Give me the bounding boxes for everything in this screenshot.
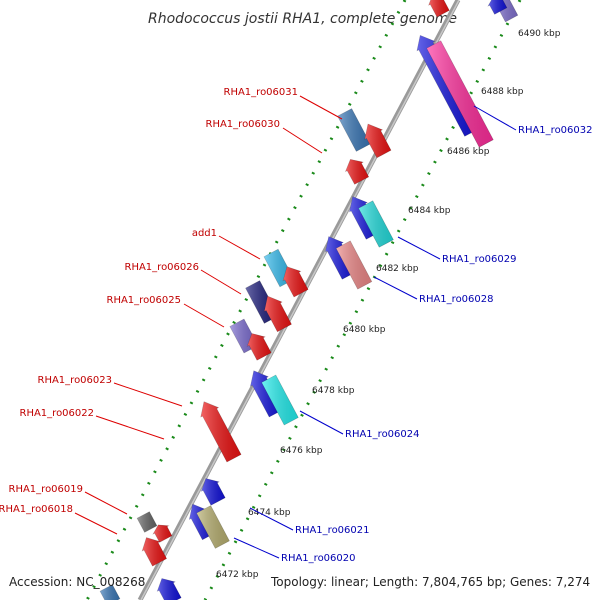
tick-label: 6480 kbp — [343, 325, 386, 335]
tick-label: 6472 kbp — [216, 570, 259, 580]
tick-layer: 6472 kbp 6474 kbp 6476 kbp 6478 kbp 6480 kbp… — [216, 29, 561, 580]
tick-label: 6490 kbp — [518, 29, 561, 39]
gene-glyph-ro06029-cyan-shade — [358, 200, 394, 248]
leader-line-rha1_ro06032 — [473, 105, 517, 131]
gene-label-rha1_ro06032[interactable]: RHA1_ro06032 — [518, 125, 593, 136]
gene-glyph-add1-red-shade — [283, 266, 309, 297]
tick-label: 6482 kbp — [376, 264, 419, 274]
map-title: Rhodococcus jostii RHA1, complete genome — [148, 11, 457, 27]
leader-line-rha1_ro06026 — [200, 269, 242, 295]
gene-label-rha1_ro06024[interactable]: RHA1_ro06024 — [345, 429, 420, 440]
gene-glyph-small-red-shade — [345, 159, 369, 185]
leader-line-rha1_ro06028 — [373, 276, 418, 300]
leader-line-rha1_ro06030 — [282, 127, 323, 154]
gene-label-rha1_ro06029[interactable]: RHA1_ro06029 — [442, 254, 517, 265]
gene-label-rha1_ro06019[interactable]: RHA1_ro06019 — [9, 484, 84, 495]
gene-glyph-ro06020-shade — [196, 505, 230, 549]
gene-glyph-top-blue-shade — [488, 0, 507, 15]
gene-glyph-ro06022-shade — [200, 401, 242, 462]
gene-label-rha1_ro06030[interactable]: RHA1_ro06030 — [206, 119, 281, 130]
genome-backbone-highlight — [140, 0, 460, 600]
gene-label-rha1_ro06021[interactable]: RHA1_ro06021 — [295, 525, 370, 536]
track-line-outer-left — [85, 0, 407, 600]
leader-line-rha1_ro06031 — [299, 95, 343, 120]
gene-label-rha1_ro06022[interactable]: RHA1_ro06022 — [20, 408, 95, 419]
gene-glyph-bottom-steel-shade — [100, 584, 120, 600]
tick-label: 6476 kbp — [280, 446, 323, 456]
gene-glyph-ro06019-shade — [137, 511, 157, 533]
leader-line-rha1_ro06021 — [249, 507, 294, 531]
gene-glyph-ro06030-shade — [364, 124, 391, 158]
accession-text: Accession: NC_008268 — [9, 575, 145, 589]
gene-glyph-ro06021-blue-shade — [201, 478, 226, 506]
gene-label-rha1_ro06025[interactable]: RHA1_ro06025 — [107, 295, 182, 306]
leader-line-rha1_ro06029 — [397, 236, 441, 260]
gene-glyph-ro06026-red-shade — [264, 296, 292, 332]
gene-glyph-top-red-shade — [428, 0, 450, 17]
gene-glyph-ro06028-pink-shade — [336, 240, 372, 290]
gene-label-rha1_ro06028[interactable]: RHA1_ro06028 — [419, 294, 494, 305]
leader-line-rha1_ro06019 — [84, 491, 128, 515]
gene-label-rha1_ro06020[interactable]: RHA1_ro06020 — [281, 553, 356, 564]
tick-label: 6478 kbp — [312, 386, 355, 396]
leader-line-rha1_ro06022 — [95, 415, 165, 440]
gene-glyph-ro06032-pink-shade — [426, 40, 494, 148]
tick-label: 6486 kbp — [447, 147, 490, 157]
leader-line-rha1_ro06020 — [233, 537, 280, 559]
leader-line-rha1_ro06025 — [183, 303, 225, 328]
gene-layer — [99, 0, 519, 600]
genome-summary-text: Topology: linear; Length: 7,804,765 bp; … — [270, 575, 590, 589]
leader-line-rha1_ro06024 — [299, 410, 344, 435]
leader-line-add1 — [218, 235, 261, 260]
gene-glyph-ro06018-shade — [142, 537, 167, 567]
leader-line-rha1_ro06023 — [113, 382, 183, 407]
gene-label-add1[interactable]: add1 — [192, 228, 217, 239]
gene-glyph-ro06019-red-shade — [153, 524, 172, 543]
gene-glyph-bottom-blue-shade — [157, 578, 182, 600]
track-line-inner-right — [203, 0, 522, 600]
gene-label-rha1_ro06018[interactable]: RHA1_ro06018 — [0, 504, 73, 515]
gene-label-rha1_ro06031[interactable]: RHA1_ro06031 — [224, 87, 299, 98]
tick-label: 6474 kbp — [248, 508, 291, 518]
gene-glyph-ro06031-shade — [337, 108, 371, 152]
tick-label: 6488 kbp — [481, 87, 524, 97]
genome-backbone — [137, 0, 461, 600]
gene-glyph-ro06025-red-shade — [247, 333, 272, 361]
gene-label-rha1_ro06023[interactable]: RHA1_ro06023 — [38, 375, 113, 386]
tick-label: 6484 kbp — [408, 206, 451, 216]
leader-line-rha1_ro06018 — [74, 512, 118, 535]
gene-glyph-ro06024-cyan-shade — [261, 375, 299, 425]
gene-label-rha1_ro06026[interactable]: RHA1_ro06026 — [125, 262, 200, 273]
